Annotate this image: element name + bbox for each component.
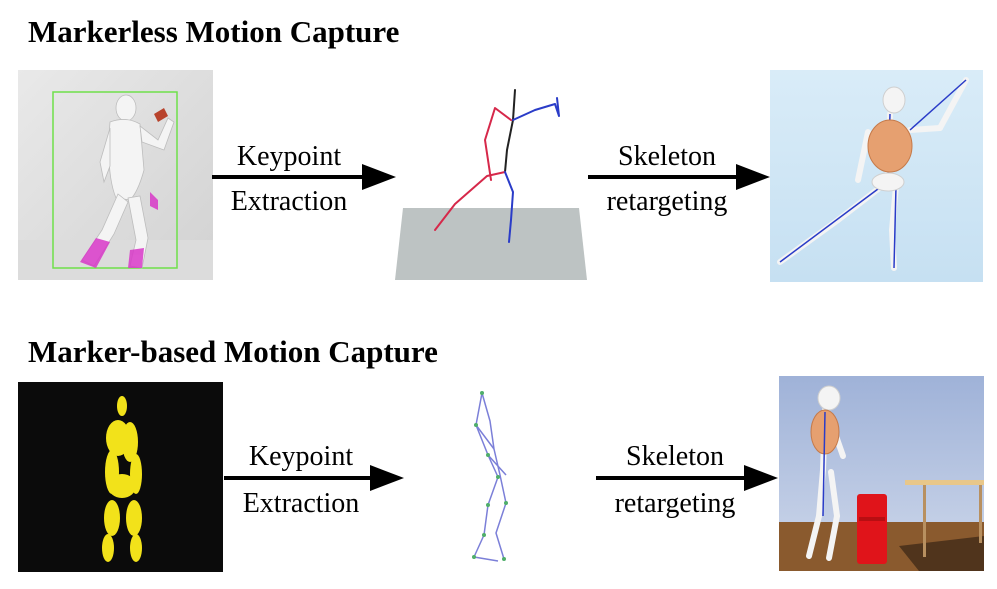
marker-frame-panel xyxy=(18,382,223,572)
table xyxy=(905,480,984,557)
arrow-skeleton-retargeting xyxy=(588,164,770,190)
marker-body xyxy=(102,396,142,562)
video-frame-illustration xyxy=(18,70,213,280)
retargeted-scene-illustration xyxy=(779,376,984,571)
video-frame-panel xyxy=(18,70,213,280)
section-title-markerless: Markerless Motion Capture xyxy=(28,14,400,49)
marker-keypoints-panel xyxy=(440,385,540,575)
left-leg xyxy=(434,171,506,231)
step-label-skeleton-retargeting-mb: Skeleton xyxy=(600,443,750,471)
keypoint-skeleton-illustration xyxy=(395,89,587,280)
red-box xyxy=(857,494,887,564)
limb-highlight xyxy=(80,192,158,268)
retargeted-scene-panel xyxy=(779,376,984,571)
left-arm xyxy=(484,107,512,181)
step-label-keypoint-extraction-mb-2: Extraction xyxy=(226,490,376,518)
step-label-line1: Keypoint xyxy=(248,441,354,472)
step-label-line2: Extraction xyxy=(230,186,348,217)
skull xyxy=(817,385,841,411)
spine xyxy=(504,89,516,173)
step-label-keypoint-extraction-mb: Keypoint xyxy=(226,443,376,471)
ground-plane xyxy=(395,208,587,280)
section-title-marker-based: Marker-based Motion Capture xyxy=(28,334,438,369)
musculoskeletal-model-illustration xyxy=(770,70,983,282)
arrow-skeleton-retargeting-mb xyxy=(596,465,778,491)
keypoint-skeleton-panel xyxy=(395,80,600,285)
held-object xyxy=(154,108,168,122)
marker-keypoints-illustration xyxy=(472,391,508,562)
keypoint-markers xyxy=(472,391,508,561)
step-label-skeleton-retargeting-2: retargeting xyxy=(592,188,742,216)
bounding-box xyxy=(52,91,178,269)
step-label-line2: retargeting xyxy=(606,186,728,217)
keypoint-links xyxy=(473,392,507,562)
joint-links xyxy=(822,411,826,517)
step-label-skeleton-retargeting: Skeleton xyxy=(592,143,742,171)
marker-frame-illustration xyxy=(102,396,142,562)
pelvis xyxy=(871,172,905,192)
step-label-line2: retargeting xyxy=(614,488,736,519)
step-label-line1: Keypoint xyxy=(236,141,342,172)
step-label-line1: Skeleton xyxy=(618,141,716,172)
floor-shadow xyxy=(899,536,984,571)
step-label-skeleton-retargeting-mb-2: retargeting xyxy=(600,490,750,518)
arrow-keypoint-extraction xyxy=(212,164,396,190)
step-label-line2: Extraction xyxy=(242,488,360,519)
step-label-keypoint-extraction: Keypoint xyxy=(214,143,364,171)
skull xyxy=(882,86,906,114)
right-leg xyxy=(504,171,514,243)
step-label-line1: Skeleton xyxy=(626,441,724,472)
arrow-keypoint-extraction-mb xyxy=(224,465,404,491)
step-label-keypoint-extraction-2: Extraction xyxy=(214,188,364,216)
musculoskeletal-model-panel xyxy=(770,70,983,282)
right-arm xyxy=(512,97,560,121)
ribcage xyxy=(867,119,913,173)
